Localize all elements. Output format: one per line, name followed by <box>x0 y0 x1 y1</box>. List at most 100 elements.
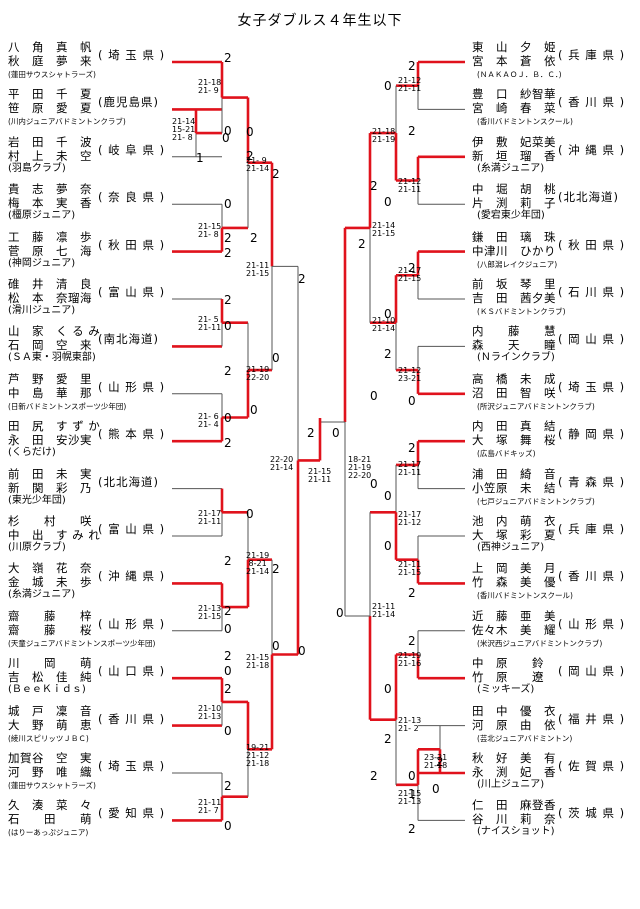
match-score: 21-11 21-15 <box>246 261 270 278</box>
games-won: 2 <box>224 604 232 618</box>
games-won: 2 <box>250 231 258 245</box>
match-score: 21-14 21-15 <box>372 221 396 238</box>
match-score: 21-11 21-15 <box>398 560 422 577</box>
games-won: 2 <box>224 649 232 663</box>
games-won: 0 <box>246 125 254 139</box>
player-name: 近 藤 亜 美 <box>472 608 556 623</box>
match-score: 21-12 21-11 <box>398 76 422 93</box>
prefecture-label: ( 山 形 県 ) <box>558 616 626 631</box>
games-won: 0 <box>384 539 392 553</box>
games-won: 0 <box>384 79 392 93</box>
games-won: 2 <box>384 347 392 361</box>
games-won: 2 <box>224 293 232 307</box>
club-name: (滑川ジュニア) <box>8 305 76 316</box>
player-name: 森 天 瞳 <box>472 338 556 353</box>
club-name: (綾川スピリッツＪＢＣ) <box>8 733 89 743</box>
player-name: 梅 本 実 香 <box>8 196 92 211</box>
prefecture-label: ( 埼 玉 県 ) <box>98 48 166 62</box>
match-score: 21-18 21- 9 <box>198 78 222 95</box>
prefecture-label: (北北海道) <box>98 474 159 489</box>
games-won: 0 <box>336 606 344 620</box>
games-won: 0 <box>370 389 378 403</box>
match-score: 21-12 21-11 <box>398 177 422 194</box>
prefecture-label: ( 富 山 県 ) <box>98 522 166 536</box>
games-won: 2 <box>224 231 232 245</box>
club-name: (Ｎラインクラブ) <box>477 352 555 364</box>
match-score: 21-12 23-21 <box>398 366 422 383</box>
club-name: (川上ジュニア) <box>477 779 545 790</box>
prefecture-label: ( 香 川 県 ) <box>98 711 166 726</box>
match-score: 21- 9 21-14 <box>246 156 270 173</box>
match-score: 21-17 21-11 <box>398 460 422 477</box>
player-name: 大 塚 舞 桜 <box>472 433 556 448</box>
prefecture-label: ( 埼 玉 県 ) <box>98 759 166 773</box>
games-won: 2 <box>272 562 280 576</box>
games-won: 2 <box>370 179 378 193</box>
prefecture-label: ( 兵 庫 県 ) <box>558 522 626 536</box>
player-name: 片 渕 莉 子 <box>472 196 556 211</box>
prefecture-label: ( 富 山 県 ) <box>98 285 166 299</box>
player-name: 中 堀 胡 桃 <box>472 182 556 197</box>
games-won: 2 <box>408 441 416 455</box>
games-won: 2 <box>246 149 254 163</box>
match-score: 21-15 21- 8 <box>198 222 222 239</box>
prefecture-label: ( 香 川 県 ) <box>558 95 626 110</box>
prefecture-label: ( 佐 賀 県 ) <box>558 759 626 773</box>
player-name: 伊 敷 妃菜美 <box>472 134 556 149</box>
club-name: (米沢西ジュニアバドミントンクラブ) <box>477 638 603 648</box>
player-name: 中 原 鈴 <box>472 656 544 671</box>
match-score: 21-18 21-19 <box>372 127 396 144</box>
player-name: 八 角 真 帆 <box>8 40 92 54</box>
prefecture-label: (北北海道) <box>558 190 619 205</box>
player-name: 加賀谷 空 実 <box>8 751 92 765</box>
prefecture-label: (鹿児島県) <box>98 95 159 110</box>
player-name: 杉 村 咲 <box>8 514 92 528</box>
games-won: 0 <box>384 195 392 209</box>
match-score: 21-15 21-11 <box>308 467 332 484</box>
player-name: 永 田 安沙実 <box>8 433 92 448</box>
player-name: 仁 田 麻登香 <box>472 798 556 813</box>
prefecture-label: ( 青 森 県 ) <box>558 474 626 489</box>
club-name: (芸北ジュニアバドミントン) <box>477 733 573 743</box>
club-name: (ＮＡＫＡＯＪ．Ｂ．Ｃ．) <box>477 70 562 79</box>
games-won: 0 <box>224 197 232 211</box>
prefecture-label: ( 山 口 県 ) <box>98 664 166 679</box>
games-won: 2 <box>272 167 280 181</box>
player-name: 松 本 奈瑠海 <box>8 291 92 305</box>
player-name: 大 野 萌 恵 <box>8 717 92 732</box>
games-won: 2 <box>307 426 315 440</box>
club-name: (七戸ジュニアバドミントンクラブ) <box>477 496 595 506</box>
games-won: 0 <box>384 489 392 503</box>
club-name: (橿原ジュニア) <box>8 210 76 222</box>
player-name: 竹 森 美 優 <box>472 575 556 590</box>
player-name: 沼 田 智 咲 <box>472 385 556 400</box>
player-name: 鎌 田 璃 珠 <box>472 229 556 244</box>
club-name: (日新バドミントンスポーツ少年団) <box>8 401 127 411</box>
match-score: 21-19 8-21 21-14 <box>246 551 270 576</box>
player-name: 吉 田 茜夕美 <box>472 291 556 305</box>
club-name: (ＢｅｅＫｉｄｓ) <box>8 684 86 696</box>
prefecture-label: ( 山 形 県 ) <box>98 379 166 394</box>
prefecture-label: ( 埼 玉 県 ) <box>558 379 626 394</box>
player-name: 前 坂 琴 里 <box>472 277 556 291</box>
games-won: 0 <box>370 477 378 491</box>
player-name: 碓 井 清 良 <box>8 277 92 291</box>
games-won: 0 <box>224 411 232 425</box>
player-name: 城 戸 凜 音 <box>8 703 92 718</box>
match-score: 21-10 21-13 <box>198 704 222 721</box>
club-name: (西神ジュニア) <box>477 542 545 553</box>
prefecture-label: ( 岡 山 県 ) <box>558 664 626 679</box>
match-score: 21-17 21-15 <box>398 266 422 283</box>
prefecture-label: ( 香 川 県 ) <box>558 569 626 584</box>
prefecture-label: ( 岡 山 県 ) <box>558 332 626 347</box>
games-won: 2 <box>224 682 232 696</box>
games-won: 0 <box>224 819 232 833</box>
player-name: 菅 原 七 海 <box>8 243 92 258</box>
games-won: 0 <box>298 644 306 658</box>
games-won: 0 <box>384 682 392 696</box>
player-name: 前 田 未 実 <box>8 466 92 481</box>
club-name: (ミッキーズ) <box>477 684 535 696</box>
games-won: 2 <box>408 634 416 648</box>
club-name: (くらだけ) <box>8 447 56 459</box>
games-won: 0 <box>224 622 232 636</box>
